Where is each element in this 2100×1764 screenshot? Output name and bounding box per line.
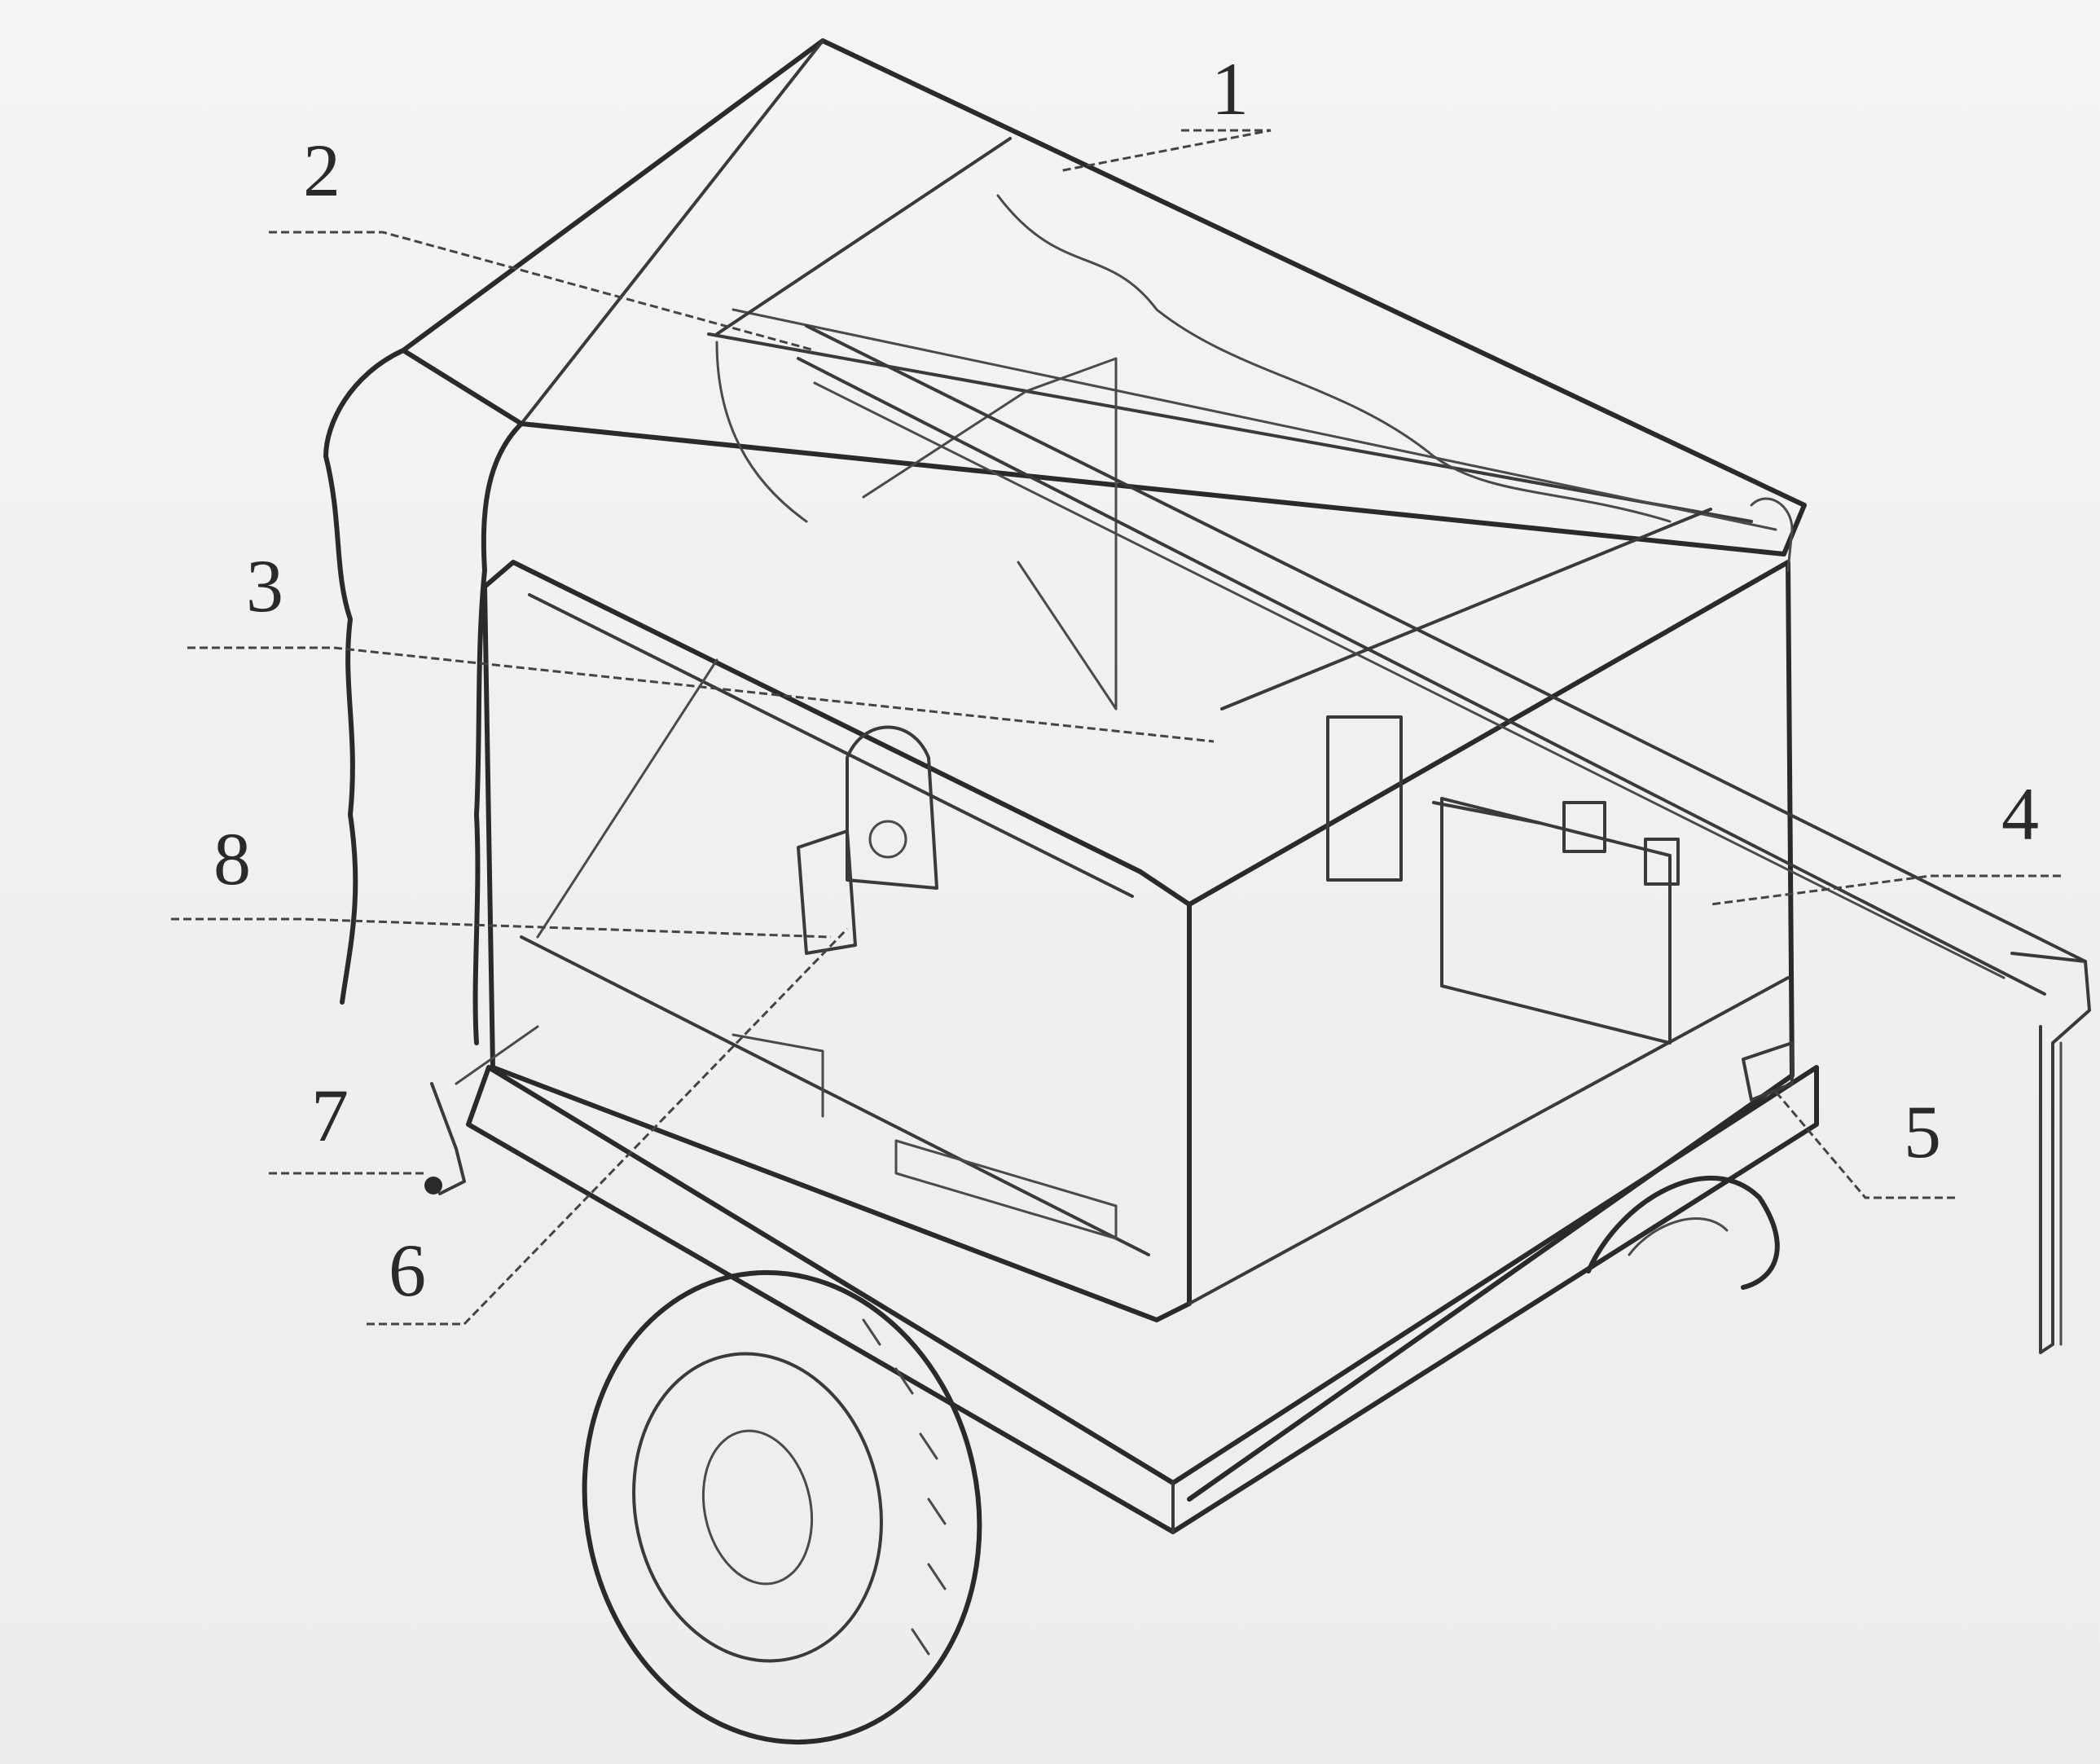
bearing-bracket (846, 725, 938, 890)
callout-7: 7 (311, 1074, 349, 1157)
canopy-front-edge (472, 421, 524, 1045)
canopy-left-curtain (323, 348, 406, 1005)
leader-4 (1710, 874, 2061, 906)
slide-block-1 (1562, 801, 1606, 853)
leader-1 (1058, 129, 1272, 173)
leader-8 (171, 917, 832, 939)
interior-frame-diag (1017, 561, 1118, 710)
canopy-roof-outline (401, 38, 1807, 556)
boom-inner-rail (813, 381, 2006, 979)
front-rim (632, 1352, 883, 1663)
callout-6: 6 (389, 1229, 426, 1312)
callout-3: 3 (246, 544, 283, 627)
bracket-plate (797, 829, 857, 955)
rear-wheel (1586, 1175, 1780, 1290)
side-panel-front (482, 560, 1192, 1322)
front-tire-outer (582, 1269, 982, 1745)
roof-rail-lower (731, 308, 1777, 531)
leader-6 (367, 927, 849, 1326)
support-strut (430, 1082, 466, 1195)
leader-2 (269, 231, 815, 352)
canopy-front-ridge (520, 39, 824, 425)
boom-upper-rail (805, 324, 2087, 963)
leader-lines (171, 129, 2061, 1326)
rear-tire-arc (1586, 1175, 1780, 1290)
front-wheel (582, 1269, 982, 1745)
interior-brace-left (536, 658, 718, 939)
leader-5 (1774, 1091, 1955, 1199)
front-hub (701, 1429, 814, 1586)
side-panel-top-inner (528, 593, 1134, 898)
callout-1: 1 (1211, 47, 1249, 130)
callout-5: 5 (1904, 1090, 1941, 1173)
roof-crossbar-right (1220, 508, 1712, 710)
callout-8: 8 (213, 817, 251, 900)
floor-step (731, 1033, 824, 1118)
canopy-drape-front (715, 341, 808, 523)
strut-pin (455, 1025, 539, 1085)
callout-labels: 1 2 3 4 5 6 7 8 (213, 47, 2039, 1312)
rear-corner-plate (1742, 1041, 1794, 1102)
front-tire-tread (862, 1318, 947, 1656)
interior-box-a (1326, 715, 1403, 882)
roof-crossbar-left (715, 137, 1012, 336)
side-panel-bottom-inner (520, 935, 1150, 1256)
callout-4: 4 (2001, 772, 2039, 856)
canopy-drape (996, 194, 1672, 523)
strut-foot (424, 1177, 442, 1194)
roof-rail-upper (707, 332, 1753, 523)
floor-plate (894, 1139, 1118, 1240)
slide-block-2 (1644, 838, 1680, 886)
trailer-body (323, 38, 2091, 1534)
leader-3 (187, 646, 1215, 743)
rear-tire-inner (1628, 1217, 1729, 1256)
side-panel-right (1187, 560, 1795, 1502)
callout-2: 2 (303, 129, 340, 212)
rear-canopy-bow (1750, 497, 1794, 572)
bearing-hub (868, 820, 907, 859)
boom-end-support (2010, 952, 2091, 1354)
slide-arm (1432, 801, 1541, 825)
interior-box-b (1440, 797, 1672, 1045)
right-panel-inner-line (1188, 976, 1790, 1305)
